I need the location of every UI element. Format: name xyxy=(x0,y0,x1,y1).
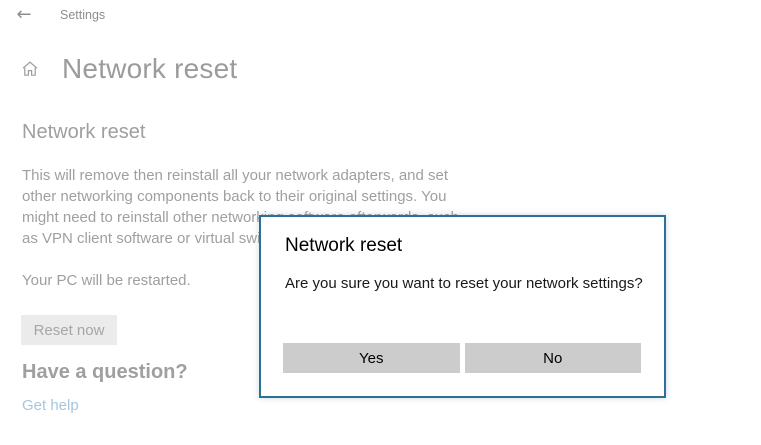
restart-note: Your PC will be restarted. xyxy=(22,272,191,289)
no-button[interactable]: No xyxy=(464,343,641,373)
dialog-title: Network reset xyxy=(285,235,403,256)
home-icon xyxy=(21,60,39,78)
app-title: Settings xyxy=(60,8,106,22)
yes-button[interactable]: Yes xyxy=(283,343,460,373)
page-title: Network reset xyxy=(62,53,238,84)
section-heading: Network reset xyxy=(22,121,146,143)
network-reset-dialog: Network reset Are you sure you want to r… xyxy=(259,215,666,398)
section-description: This will remove then reinstall all your… xyxy=(22,165,459,249)
description-line: This will remove then reinstall all your… xyxy=(22,167,449,184)
description-line: as VPN client software or virtual switch… xyxy=(22,230,301,247)
back-button[interactable]: ← xyxy=(12,3,36,27)
description-line: other networking components back to thei… xyxy=(22,188,447,205)
dialog-message: Are you sure you want to reset your netw… xyxy=(285,275,643,292)
get-help-link[interactable]: Get help xyxy=(22,397,79,414)
reset-now-button[interactable]: Reset now xyxy=(21,315,117,345)
help-heading: Have a question? xyxy=(22,361,188,383)
dialog-button-row: Yes No xyxy=(283,343,641,373)
